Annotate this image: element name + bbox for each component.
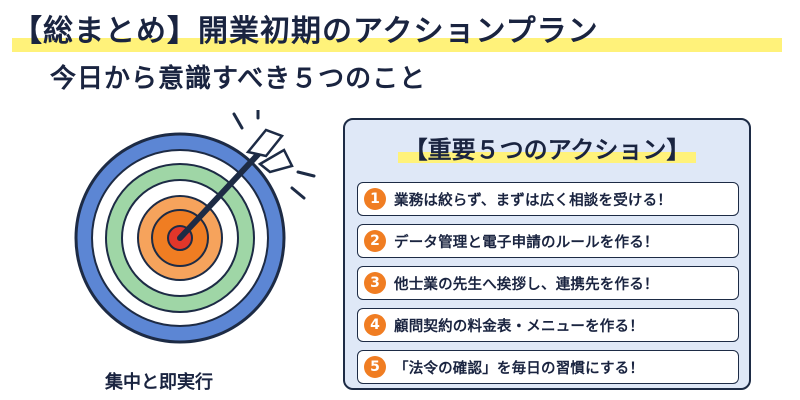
motion-line [232, 112, 244, 130]
title-highlight [12, 38, 782, 52]
action-item-2: 2 データ管理と電子申請のルールを作る！ [357, 224, 739, 258]
action-text: データ管理と電子申請のルールを作る！ [394, 234, 659, 251]
action-item-4: 4 顧問契約の料金表・メニューを作る！ [357, 308, 739, 342]
page-title: 【総まとめ】開業初期のアクションプラン [12, 14, 599, 49]
target-illustration [70, 104, 330, 360]
header: 【総まとめ】開業初期のアクションプラン [12, 6, 599, 50]
number-badge: 5 [364, 356, 386, 378]
motion-line [296, 170, 316, 178]
action-text: 「法令の確認」を毎日の習慣にする！ [394, 360, 645, 377]
arrow-fletch-bottom [257, 148, 294, 174]
action-text: 他士業の先生へ挨拶し、連携先を作る！ [394, 276, 659, 293]
target-with-arrow-icon [74, 104, 316, 344]
action-text: 業務は絞らず、まずは広く相談を受ける！ [394, 192, 672, 209]
number-badge: 1 [364, 188, 386, 210]
motion-line [290, 186, 306, 200]
arrow-fletch-top [245, 128, 285, 158]
number-badge: 4 [364, 314, 386, 336]
illustration-caption: 集中と即実行 [105, 372, 213, 393]
panel-title-highlight [397, 152, 697, 163]
action-list: 1 業務は絞らず、まずは広く相談を受ける！ 2 データ管理と電子申請のルールを作… [357, 182, 739, 392]
action-item-3: 3 他士業の先生へ挨拶し、連携先を作る！ [357, 266, 739, 300]
action-item-1: 1 業務は絞らず、まずは広く相談を受ける！ [357, 182, 739, 216]
page-subtitle: 今日から意識すべき５つのこと [50, 64, 427, 94]
number-badge: 3 [364, 272, 386, 294]
number-badge: 2 [364, 230, 386, 252]
panel-title: 【重要５つのアクション】 [397, 130, 697, 165]
action-item-5: 5 「法令の確認」を毎日の習慣にする！ [357, 350, 739, 384]
action-panel: 【重要５つのアクション】 1 業務は絞らず、まずは広く相談を受ける！ 2 データ… [343, 118, 751, 390]
arrow-shaft [177, 145, 267, 241]
action-text: 顧問契約の料金表・メニューを作る！ [394, 318, 644, 335]
